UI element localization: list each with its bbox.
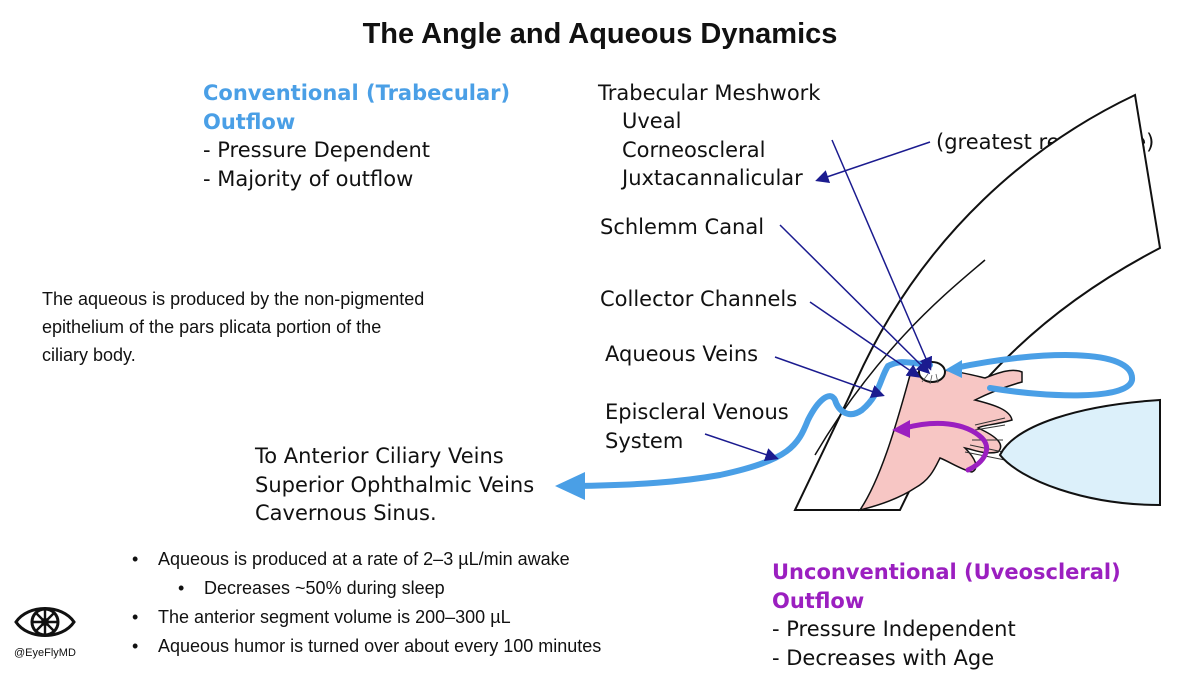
label-schlemm-canal: Schlemm Canal bbox=[600, 215, 765, 239]
production-note-line: epithelium of the pars plicata portion o… bbox=[42, 317, 382, 337]
label-episcleral-venous-system: Episcleral Venous System bbox=[605, 398, 789, 455]
conventional-flow-arrowhead-left bbox=[555, 472, 585, 500]
drainage-line: Cavernous Sinus. bbox=[255, 501, 437, 525]
label-aqueous-veins: Aqueous Veins bbox=[605, 342, 759, 366]
label-episcleral-line-2: System bbox=[605, 428, 684, 453]
fact-subitem: • Decreases ~50% during sleep bbox=[132, 574, 601, 603]
conventional-heading-1: Conventional (Trabecular) bbox=[203, 81, 511, 105]
pointer-aqueous-veins bbox=[774, 356, 885, 398]
trabecular-meshwork-fibers bbox=[921, 373, 939, 385]
fact-item: • Aqueous is produced at a rate of 2–3 µ… bbox=[132, 545, 601, 574]
production-note: The aqueous is produced by the non-pigme… bbox=[42, 285, 424, 369]
eye-logo-icon bbox=[14, 607, 76, 637]
conventional-item: - Majority of outflow bbox=[203, 166, 414, 191]
unconventional-flow-arrowhead bbox=[892, 420, 910, 438]
fact-item: • Aqueous humor is turned over about eve… bbox=[132, 632, 601, 661]
pointer-episcleral-system bbox=[704, 433, 779, 462]
conventional-flow-path bbox=[572, 352, 1135, 489]
conventional-outflow-block: Conventional (Trabecular) Outflow - Pres… bbox=[203, 79, 510, 193]
bullet-icon: • bbox=[132, 607, 139, 627]
label-corneoscleral: Corneoscleral bbox=[622, 138, 766, 162]
fact-text: Decreases ~50% during sleep bbox=[204, 578, 445, 598]
unconventional-item: - Pressure Independent bbox=[772, 617, 1016, 641]
unconventional-item: - Decreases with Age bbox=[772, 645, 995, 670]
conventional-item: - Pressure Dependent bbox=[203, 138, 431, 162]
bullet-icon: • bbox=[178, 578, 185, 598]
drainage-line: Superior Ophthalmic Veins bbox=[255, 472, 535, 497]
fact-text: Aqueous humor is turned over about every… bbox=[158, 636, 602, 656]
unconventional-outflow-block: Unconventional (Uveoscleral) Outflow - P… bbox=[772, 558, 1121, 672]
fact-text: Aqueous is produced at a rate of 2–3 µL/… bbox=[158, 549, 570, 569]
pointer-schlemm-canal bbox=[779, 224, 931, 375]
fact-text: The anterior segment volume is 200–300 µ… bbox=[158, 607, 511, 627]
sclera-inner-line bbox=[814, 259, 986, 456]
production-note-line: ciliary body. bbox=[42, 345, 136, 365]
label-uveal: Uveal bbox=[622, 109, 682, 133]
label-trabecular-meshwork: Trabecular Meshwork bbox=[598, 81, 821, 105]
lens bbox=[998, 398, 1161, 507]
label-episcleral-line-1: Episcleral Venous bbox=[605, 400, 789, 424]
drainage-destination: To Anterior Ciliary Veins Superior Ophth… bbox=[255, 442, 534, 528]
pointer-greatest-resistance bbox=[815, 141, 931, 184]
pointer-collector-channels bbox=[809, 301, 921, 378]
drainage-line: To Anterior Ciliary Veins bbox=[255, 444, 504, 468]
pointer-lines bbox=[704, 139, 933, 462]
facts-list: • Aqueous is produced at a rate of 2–3 µ… bbox=[132, 545, 601, 661]
unconventional-heading-2: Outflow bbox=[772, 588, 865, 613]
fact-item: • The anterior segment volume is 200–300… bbox=[132, 603, 601, 632]
unconventional-flow-path bbox=[902, 420, 989, 473]
logo-handle[interactable]: @EyeFlyMD bbox=[14, 647, 76, 659]
conventional-heading-2: Outflow bbox=[203, 109, 296, 134]
production-note-line: The aqueous is produced by the non-pigme… bbox=[42, 289, 425, 309]
pointer-trabecular-meshwork bbox=[831, 139, 933, 371]
page-title: The Angle and Aqueous Dynamics bbox=[362, 18, 838, 50]
label-juxtacannalicular: Juxtacannalicular bbox=[622, 166, 803, 190]
ciliary-body bbox=[858, 369, 1023, 512]
label-collector-channels: Collector Channels bbox=[600, 287, 798, 311]
unconventional-heading-1: Unconventional (Uveoscleral) bbox=[772, 560, 1121, 584]
bullet-icon: • bbox=[132, 549, 139, 569]
bullet-icon: • bbox=[132, 636, 139, 656]
conventional-flow-arrowhead-canal bbox=[945, 360, 962, 378]
